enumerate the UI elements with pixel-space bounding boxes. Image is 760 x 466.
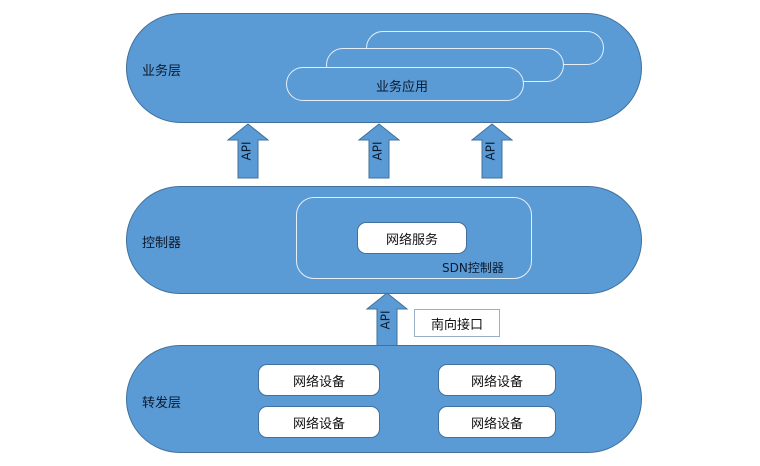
business-app-label: 业务应用 xyxy=(376,80,429,95)
controller-layer-label: 控制器 xyxy=(142,236,182,251)
southbound-interface-label: 南向接口 xyxy=(414,309,500,337)
api-arrow-label: API xyxy=(483,141,498,161)
business-layer-label: 业务层 xyxy=(142,64,182,79)
api-arrow-up-icon xyxy=(227,123,269,179)
api-arrow-up-icon xyxy=(358,123,400,179)
network-device-box: 网络设备 xyxy=(438,364,556,396)
api-arrow-label: API xyxy=(370,141,385,161)
api-arrow-up-icon xyxy=(471,123,513,179)
sdn-controller-frame xyxy=(296,197,532,279)
api-arrow-label: API xyxy=(239,141,254,161)
forwarding-layer xyxy=(126,345,642,453)
network-device-box: 网络设备 xyxy=(438,406,556,438)
network-device-box: 网络设备 xyxy=(258,364,380,396)
business-app-pill-front xyxy=(286,67,524,101)
network-device-box: 网络设备 xyxy=(258,406,380,438)
southbound-api-label: API xyxy=(378,310,393,330)
sdn-controller-label: SDN控制器 xyxy=(442,261,504,275)
network-service-box: 网络服务 xyxy=(357,222,467,254)
forwarding-layer-label: 转发层 xyxy=(142,396,182,411)
